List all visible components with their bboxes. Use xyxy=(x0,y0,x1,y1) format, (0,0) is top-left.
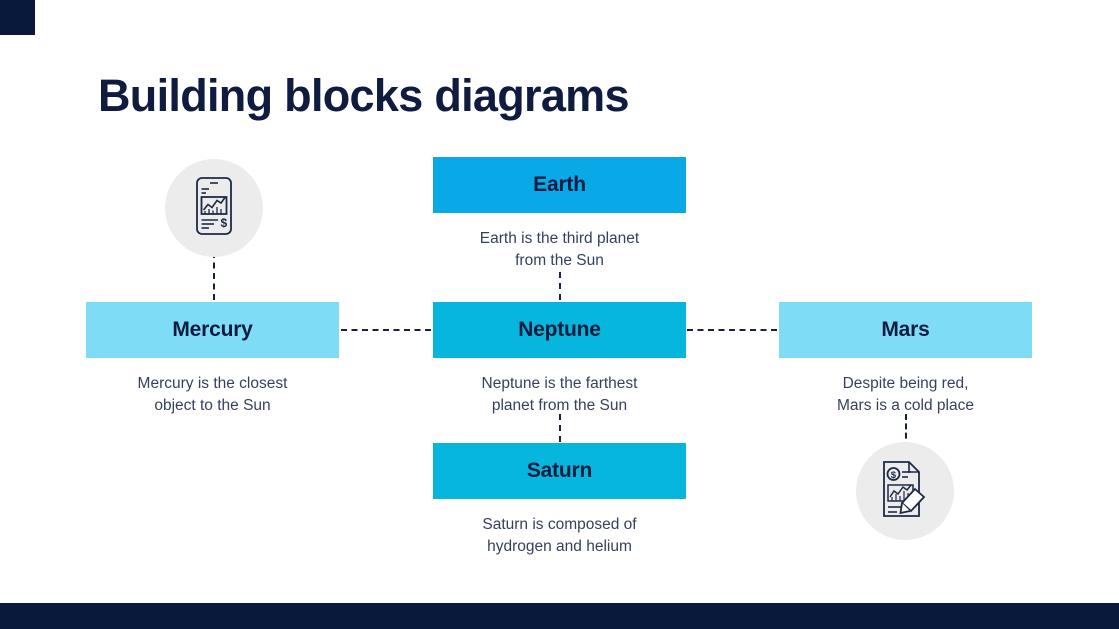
icon-circle-bottom: $ xyxy=(856,442,954,540)
svg-text:$: $ xyxy=(891,470,897,481)
node-mercury-title: Mercury xyxy=(172,318,253,341)
connector-mars-icon xyxy=(905,414,907,448)
connector-earth-neptune xyxy=(559,272,561,300)
corner-accent-block xyxy=(0,0,35,35)
node-mars-title: Mars xyxy=(881,318,930,341)
connector-neptune-saturn xyxy=(559,414,561,442)
node-saturn-description: Saturn is composed of hydrogen and heliu… xyxy=(482,516,637,555)
node-earth-title: Earth xyxy=(533,173,586,196)
svg-text:$: $ xyxy=(221,216,228,230)
mobile-finance-chart-icon: $ xyxy=(191,176,237,241)
node-neptune-box[interactable]: Neptune xyxy=(433,302,686,358)
node-earth-description: Earth is the third planet from the Sun xyxy=(479,230,640,269)
node-saturn-box[interactable]: Saturn xyxy=(433,443,686,499)
node-mercury-description: Mercury is the closest object to the Sun xyxy=(137,375,288,414)
connector-mercury-neptune xyxy=(341,329,431,331)
page-title: Building blocks diagrams xyxy=(98,70,630,121)
footer-accent-bar xyxy=(0,603,1119,629)
node-mercury-box[interactable]: Mercury xyxy=(86,302,339,358)
icon-circle-top: $ xyxy=(165,159,263,257)
node-mars-box[interactable]: Mars xyxy=(779,302,1032,358)
node-earth-box[interactable]: Earth xyxy=(433,157,686,213)
node-mars-description: Despite being red, Mars is a cold place xyxy=(837,375,974,414)
node-neptune-description: Neptune is the farthest planet from the … xyxy=(481,375,638,414)
connector-icon-mercury xyxy=(213,252,215,300)
node-mercury[interactable]: Mercury Mercury is the closest object to… xyxy=(86,302,339,417)
node-mars[interactable]: Mars Despite being red, Mars is a cold p… xyxy=(779,302,1032,417)
financial-report-document-icon: $ xyxy=(879,459,931,524)
node-saturn-title: Saturn xyxy=(526,459,593,482)
connector-neptune-mars xyxy=(687,329,777,331)
node-neptune[interactable]: Neptune Neptune is the farthest planet f… xyxy=(433,302,686,417)
node-saturn[interactable]: Saturn Saturn is composed of hydrogen an… xyxy=(433,443,686,558)
node-earth[interactable]: Earth Earth is the third planet from the… xyxy=(433,157,686,272)
node-neptune-title: Neptune xyxy=(518,318,601,341)
